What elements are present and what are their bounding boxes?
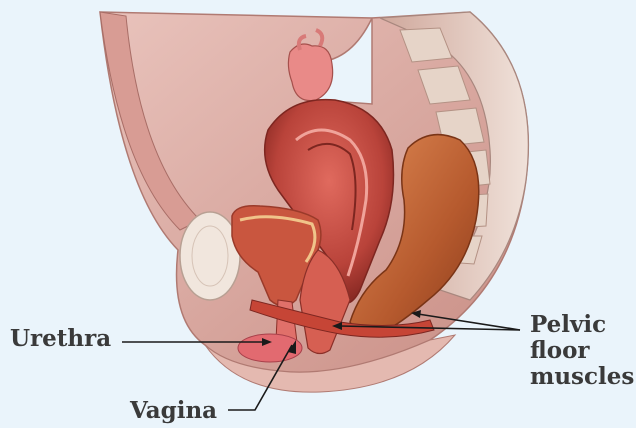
ovary <box>288 44 332 101</box>
pelvic-label-line2: floor <box>530 338 634 364</box>
urethra-label: Urethra <box>10 326 111 352</box>
pubic-bone <box>180 212 240 300</box>
pelvic-label-line3: muscles <box>530 364 634 390</box>
pelvic-floor-muscles-label: Pelvic floor muscles <box>530 312 634 390</box>
vagina-label: Vagina <box>130 398 217 424</box>
pelvic-label-line1: Pelvic <box>530 312 634 338</box>
